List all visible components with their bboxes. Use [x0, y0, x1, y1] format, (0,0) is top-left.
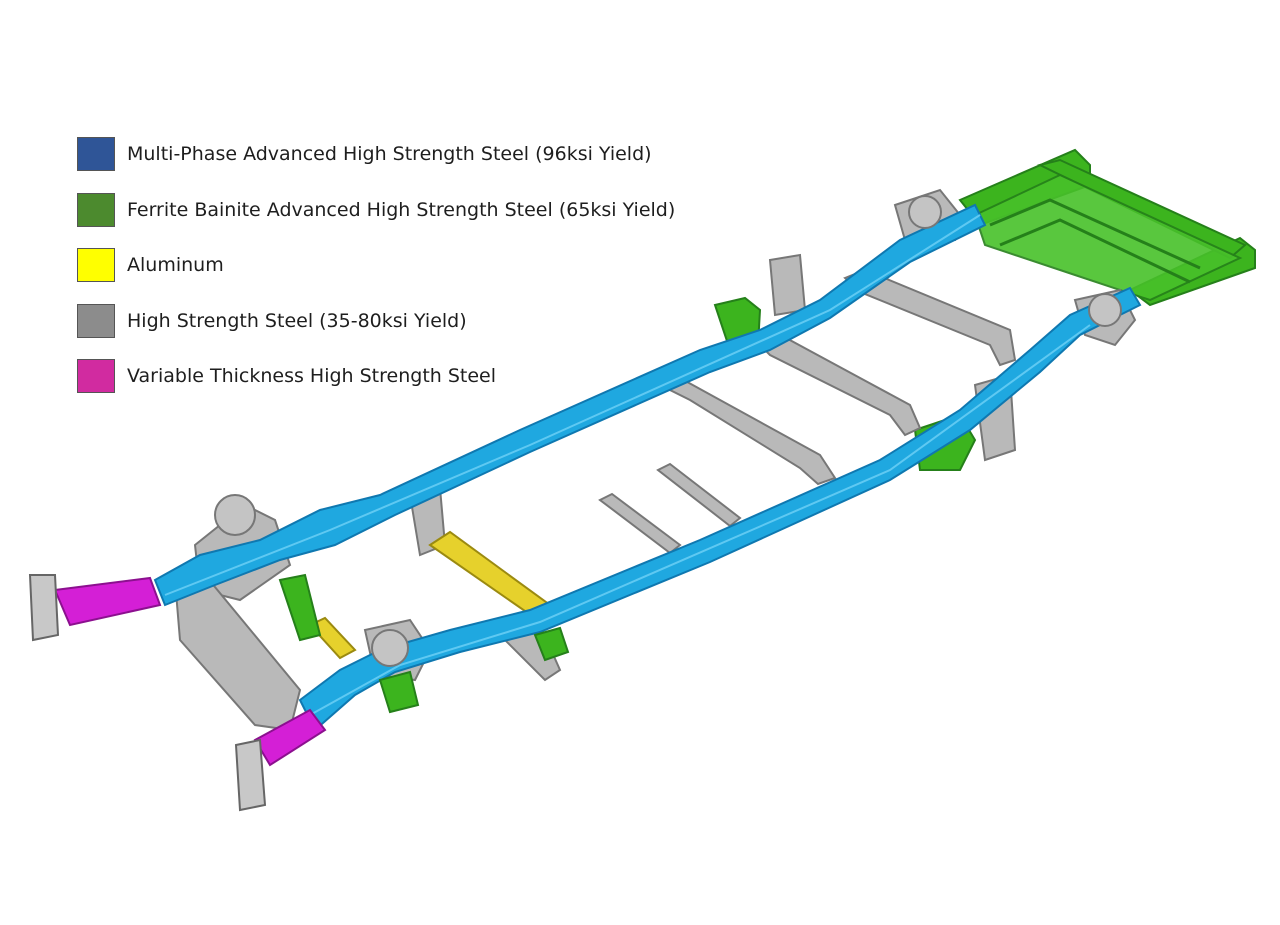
rear-frame-section-green [713, 148, 1256, 471]
legend-item-multiphase-ahss: Multi-Phase Advanced High Strength Steel… [77, 136, 675, 172]
legend-swatch-green [77, 192, 115, 227]
legend-label: Variable Thickness High Strength Steel [127, 365, 497, 387]
legend-swatch-magenta [77, 359, 115, 393]
cross-members-gray [173, 188, 1137, 732]
body-mounts [214, 195, 1122, 667]
legend-item-variable-thickness-hss: Variable Thickness High Strength Steel [77, 358, 675, 394]
main-rails-blue [153, 203, 1142, 732]
front-brackets-green [278, 573, 570, 714]
legend-label: High Strength Steel (35-80ksi Yield) [127, 309, 467, 332]
legend-label: Aluminum [127, 254, 224, 276]
legend-label: Multi-Phase Advanced High Strength Steel… [127, 143, 652, 165]
material-legend: Multi-Phase Advanced High Strength Steel… [77, 136, 675, 414]
legend-swatch-blue [77, 137, 115, 171]
legend-item-hss: High Strength Steel (35-80ksi Yield) [77, 303, 675, 339]
legend-swatch-yellow [77, 248, 115, 282]
legend-item-aluminum: Aluminum [77, 247, 675, 283]
legend-label: Ferrite Bainite Advanced High Strength S… [127, 198, 676, 221]
legend-item-ferrite-bainite-ahss: Ferrite Bainite Advanced High Strength S… [77, 192, 675, 228]
legend-swatch-gray [77, 303, 115, 338]
front-horns-magenta [28, 574, 327, 812]
